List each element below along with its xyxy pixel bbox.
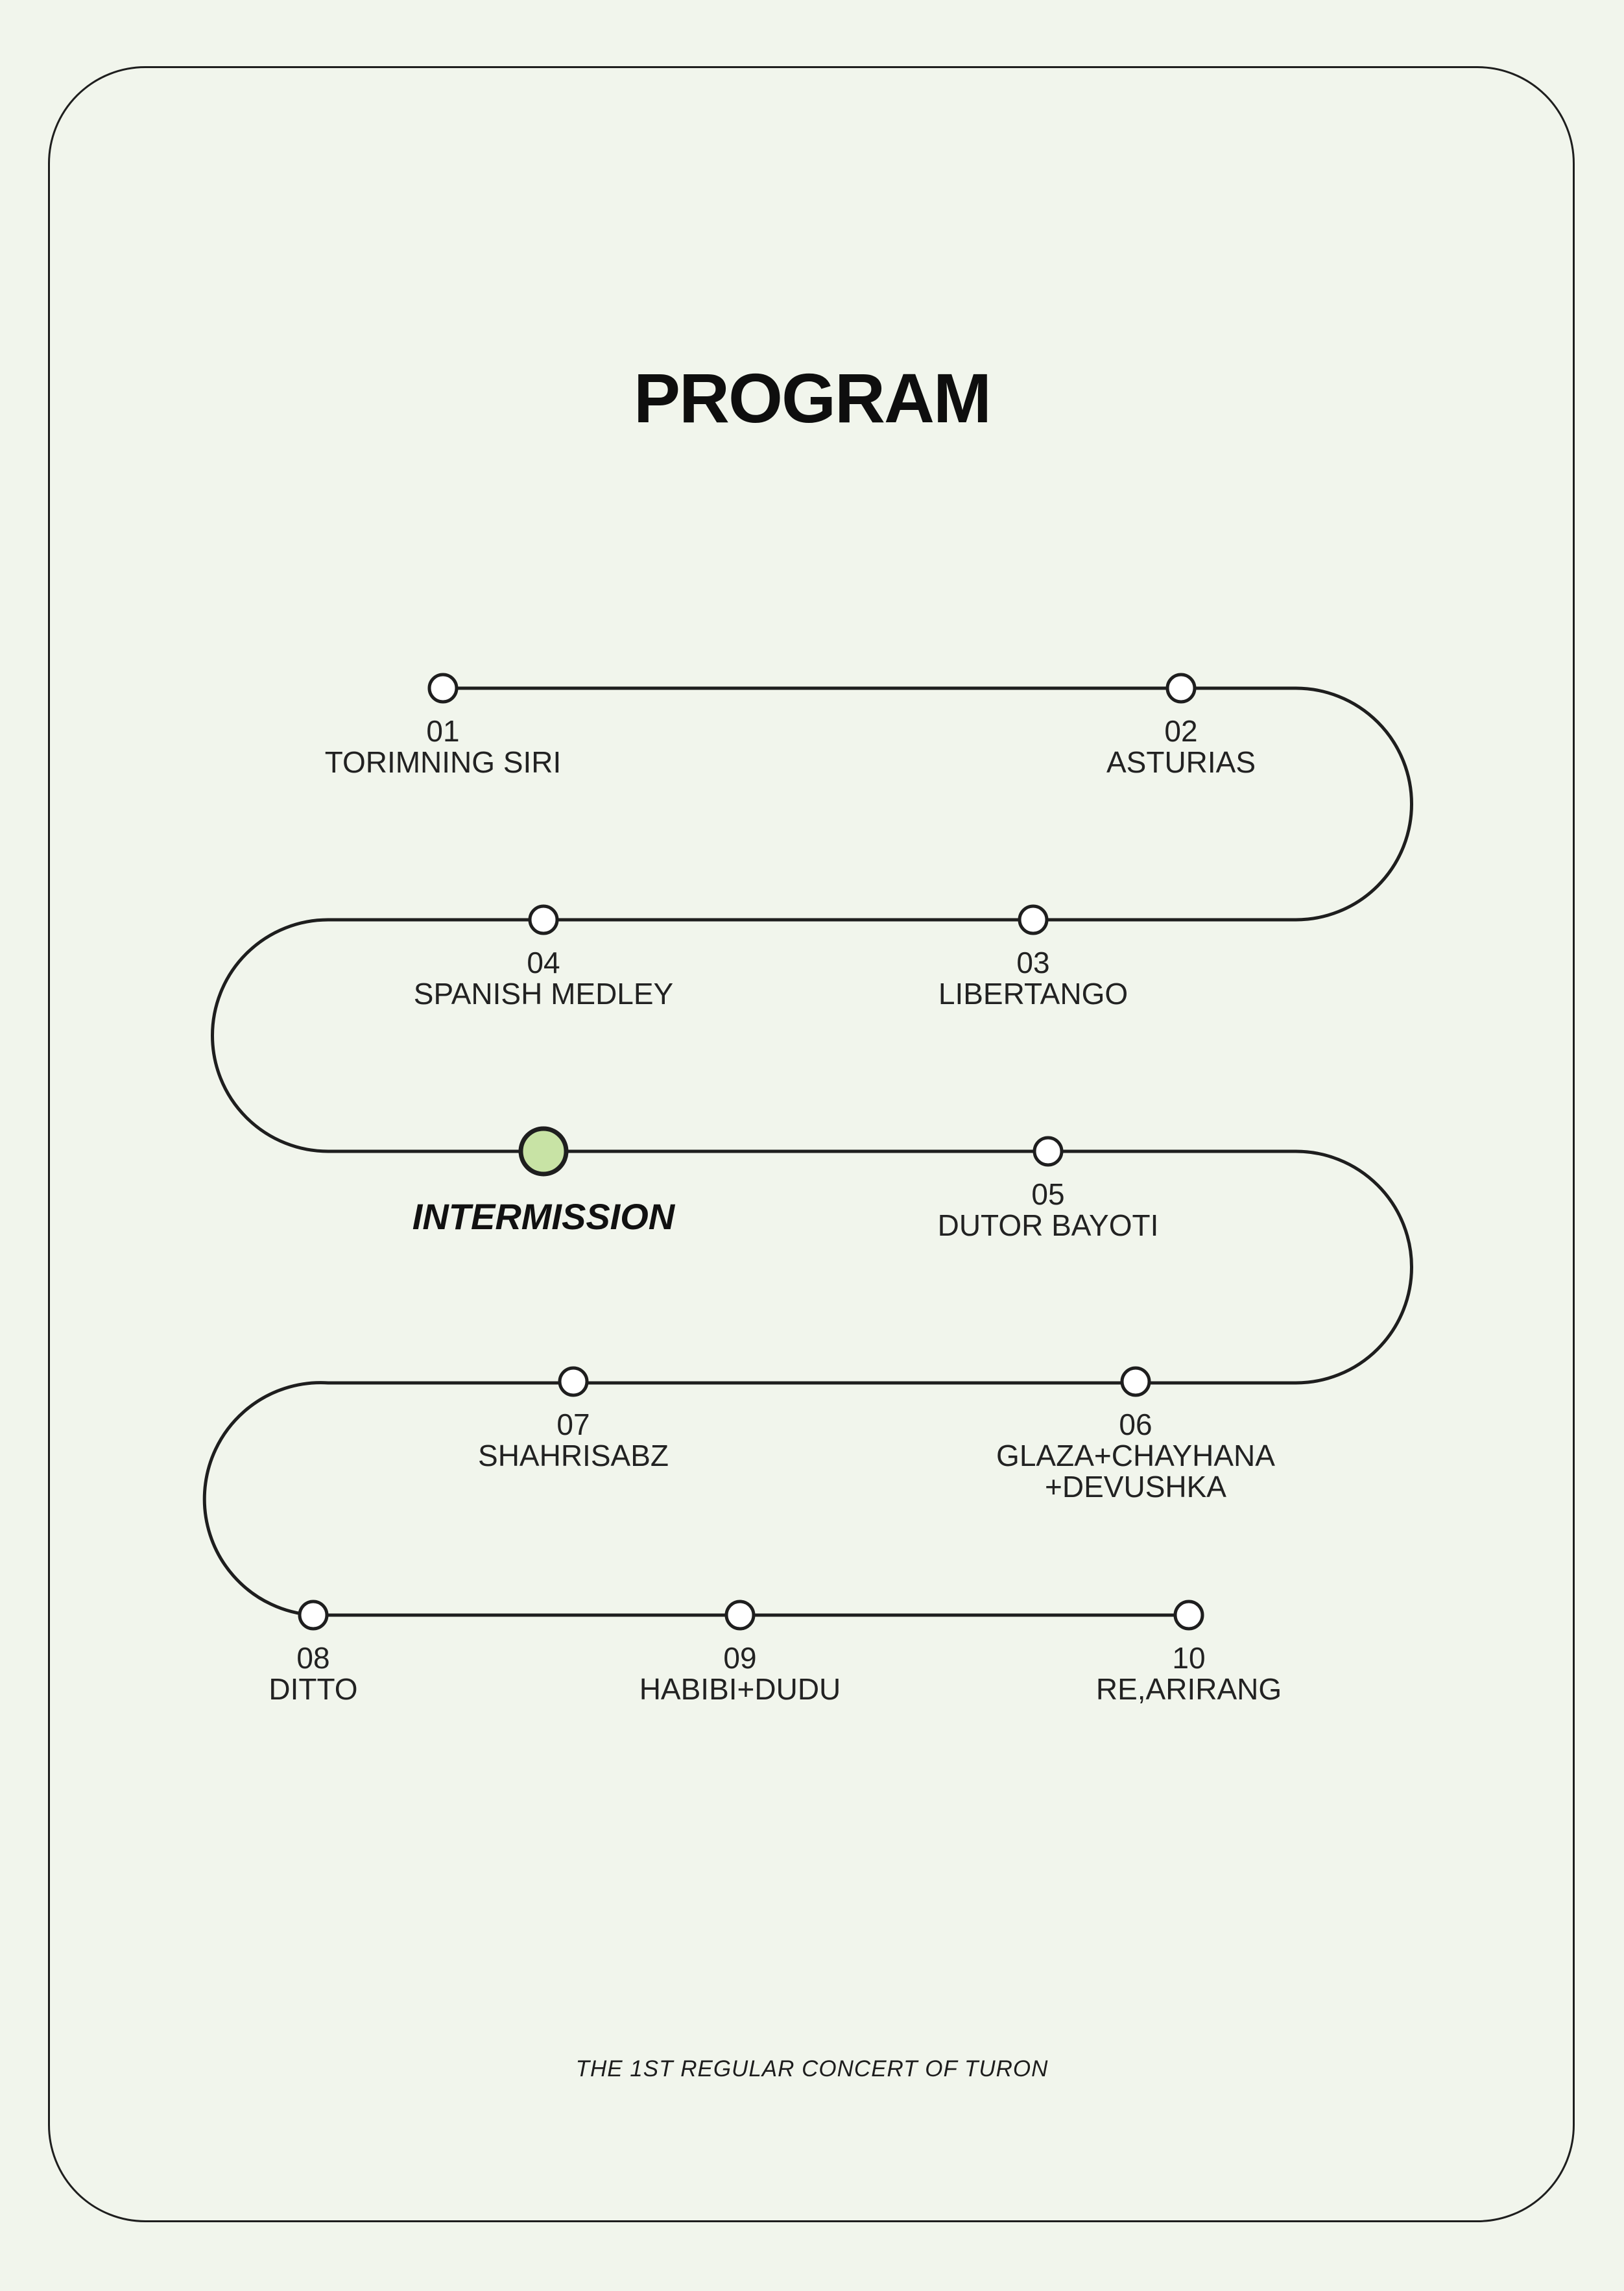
item-number: 02 [1164, 714, 1198, 748]
item-title: SHAHRISABZ [478, 1439, 669, 1472]
program-item-07: 07 SHAHRISABZ [478, 1409, 669, 1471]
item-title: LIBERTANGO [938, 977, 1128, 1011]
node-04 [528, 904, 559, 935]
item-number: 03 [1016, 946, 1050, 979]
item-title: GLAZA+CHAYHANA [996, 1439, 1275, 1472]
item-number: 09 [723, 1641, 757, 1675]
item-title: DITTO [269, 1672, 358, 1706]
node-intermission [518, 1126, 569, 1177]
program-item-01: 01 TORIMNING SIRI [325, 715, 562, 778]
item-number: 08 [296, 1641, 330, 1675]
item-number: 04 [527, 946, 560, 979]
program-item-05: 05 DUTOR BAYOTI [938, 1179, 1159, 1241]
program-item-04: 04 SPANISH MEDLEY [414, 947, 673, 1009]
node-07 [558, 1366, 589, 1397]
item-title: HABIBI+DUDU [639, 1672, 841, 1706]
program-item-06: 06 GLAZA+CHAYHANA +DEVUSHKA [996, 1409, 1275, 1502]
program-item-09: 09 HABIBI+DUDU [639, 1642, 841, 1705]
intermission-label: INTERMISSION [412, 1196, 675, 1237]
item-title: RE,ARIRANG [1095, 1672, 1282, 1706]
program-item-10: 10 RE,ARIRANG [1096, 1642, 1282, 1705]
node-02 [1165, 673, 1197, 704]
program-item-08: 08 DITTO [269, 1642, 357, 1705]
program-item-02: 02 ASTURIAS [1106, 715, 1256, 778]
item-number: 06 [1119, 1408, 1152, 1441]
page-title: PROGRAM [634, 359, 992, 437]
item-title: DUTOR BAYOTI [937, 1208, 1159, 1242]
node-03 [1018, 904, 1049, 935]
item-number: 10 [1172, 1641, 1206, 1675]
item-title-line2: +DEVUSHKA [1045, 1470, 1226, 1504]
item-title: SPANISH MEDLEY [413, 977, 674, 1011]
node-05 [1033, 1136, 1064, 1167]
item-number: 05 [1031, 1177, 1065, 1211]
node-08 [298, 1600, 329, 1631]
concert-subtitle: THE 1ST REGULAR CONCERT OF TURON [575, 2056, 1049, 2081]
program-item-03: 03 LIBERTANGO [938, 947, 1128, 1009]
item-number: 07 [556, 1408, 590, 1441]
node-06 [1120, 1366, 1151, 1397]
node-01 [427, 673, 459, 704]
serpentine-path [202, 686, 1413, 1617]
node-09 [724, 1600, 756, 1631]
program-card [48, 66, 1575, 2222]
item-title: ASTURIAS [1106, 745, 1256, 779]
node-10 [1173, 1600, 1204, 1631]
item-number: 01 [426, 714, 460, 748]
item-title: TORIMNING SIRI [324, 745, 562, 779]
